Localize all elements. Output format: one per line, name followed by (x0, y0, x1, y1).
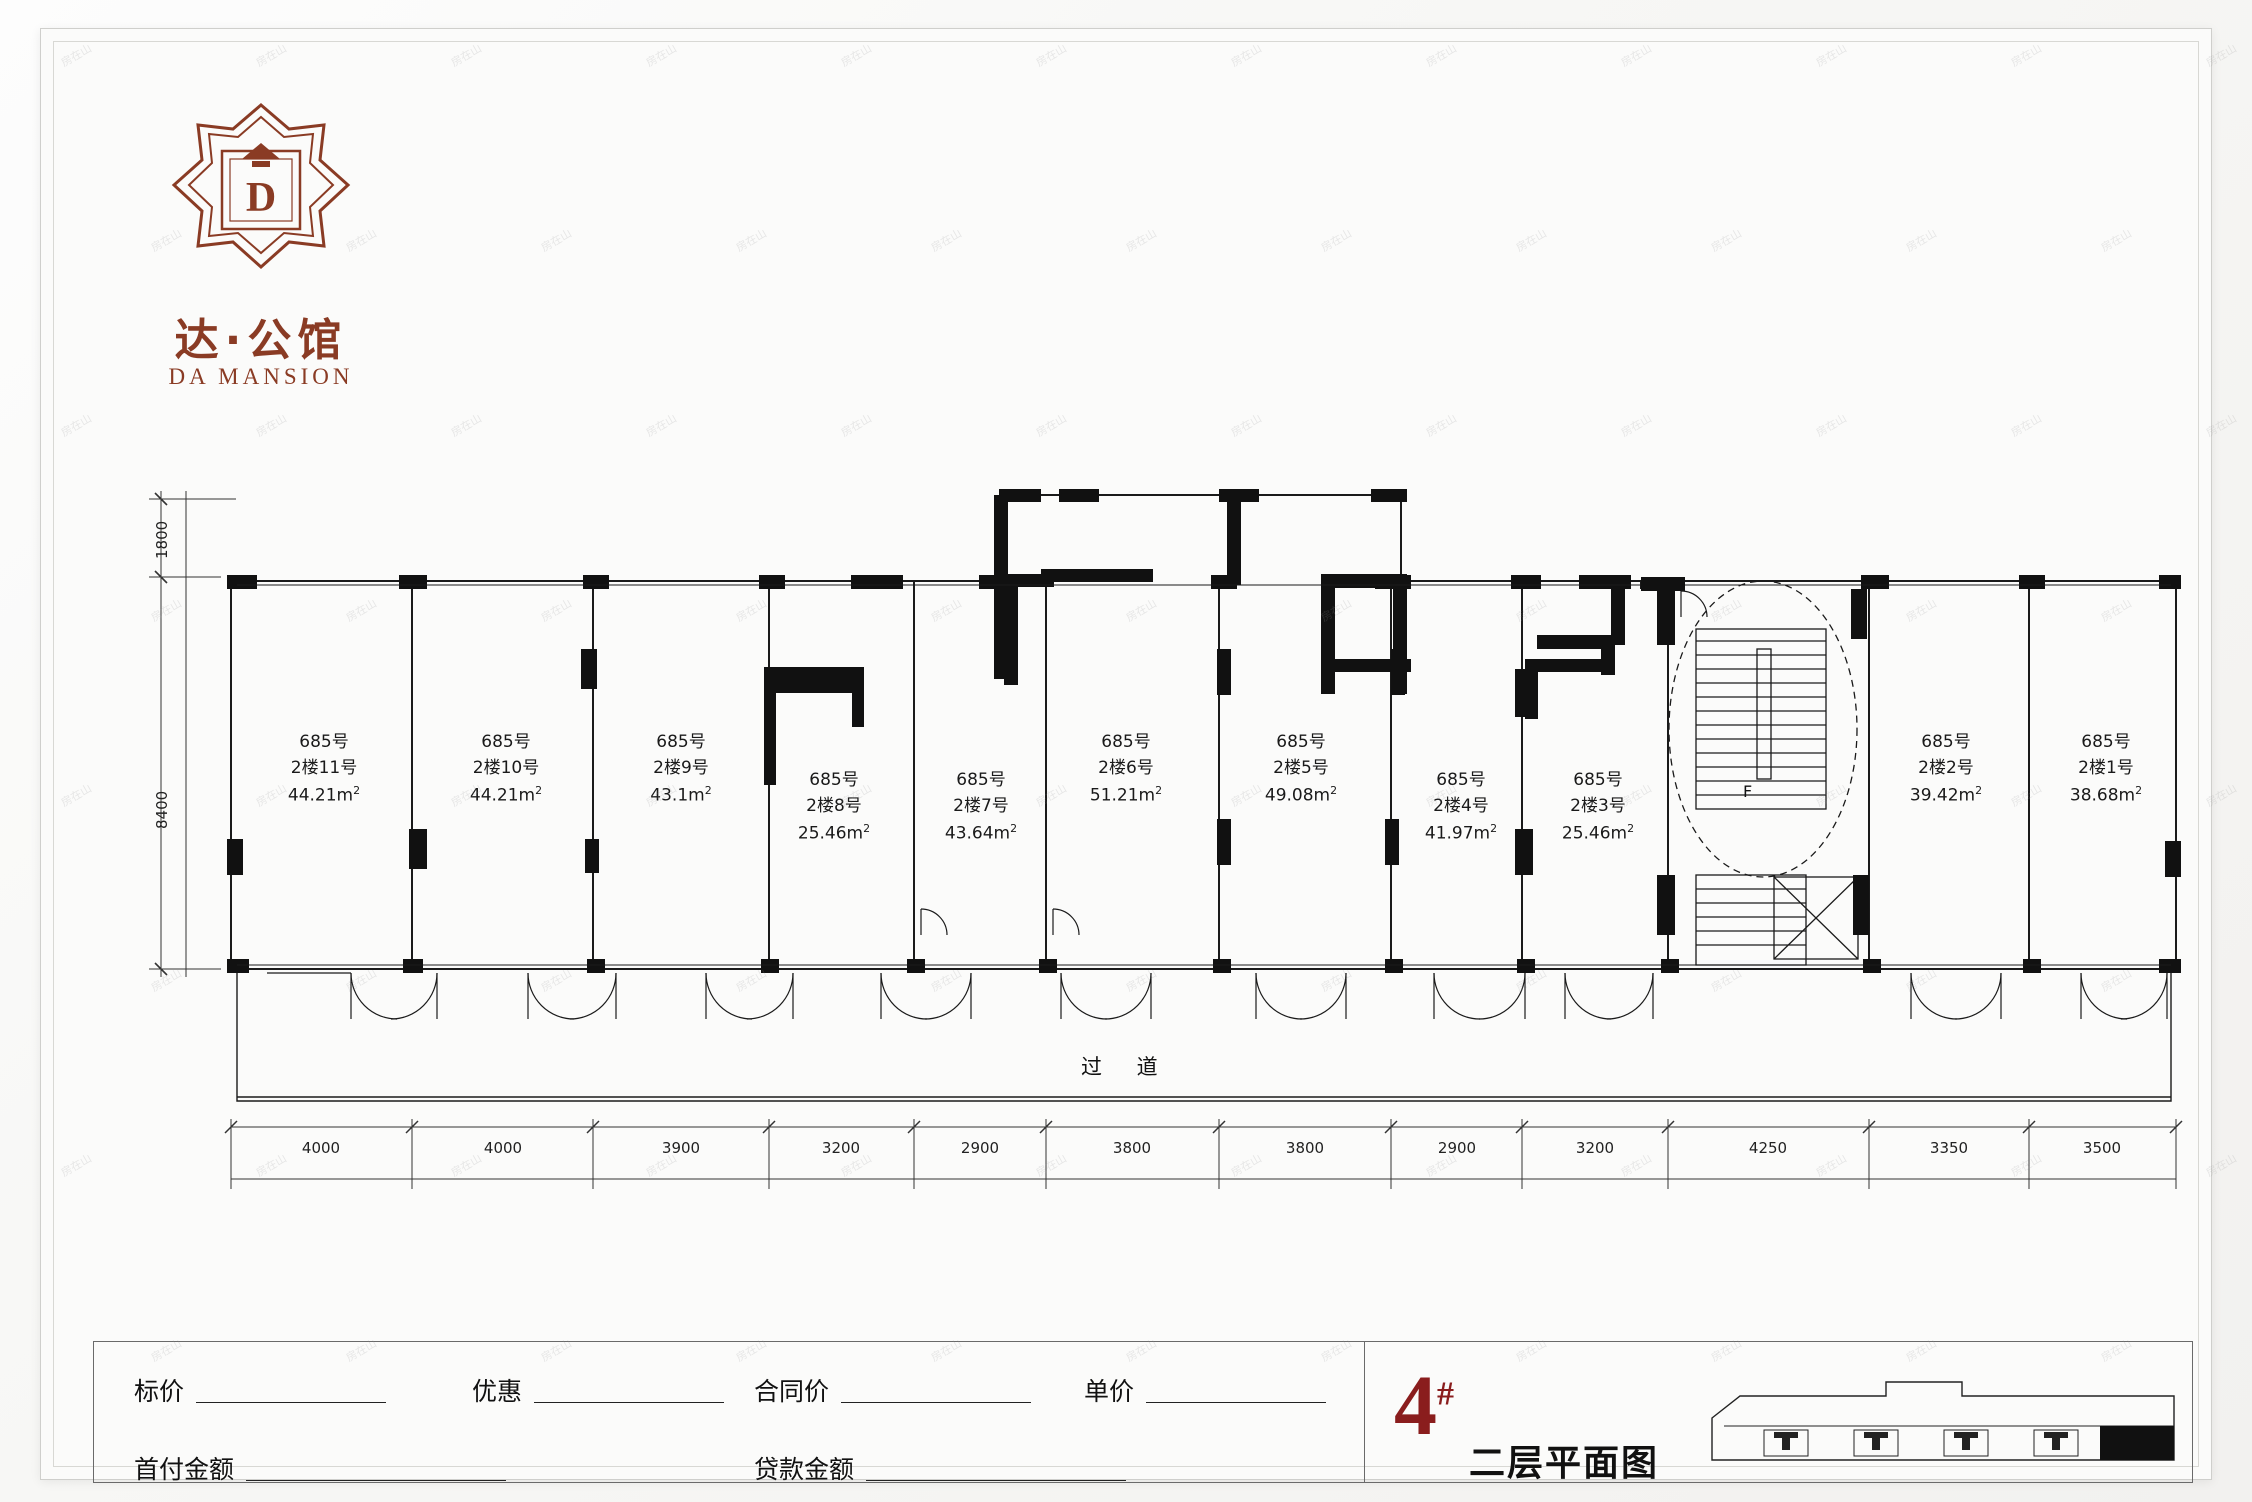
unit-label-4: 685号 2楼4号 41.97m2 (1396, 767, 1526, 847)
unit-id: 685号 (1276, 732, 1326, 752)
unit-id: 685号 (1101, 732, 1151, 752)
unit-name: 2楼11号 (290, 758, 358, 779)
field-label: 优惠 (472, 1377, 523, 1406)
dim-4: 2900 (960, 1139, 1000, 1157)
building-number-value: 4 (1394, 1357, 1437, 1453)
unit-id: 685号 (656, 732, 706, 752)
brand-name-cn: 达·公馆 (174, 315, 348, 366)
unit-label-10: 685号 2楼10号 44.21m2 (441, 729, 571, 809)
field-label: 贷款金额 (754, 1455, 855, 1484)
drawing-sheet: D 达·公馆 DA MANSION (40, 28, 2212, 1486)
unit-area: 44.21m2 (287, 783, 361, 806)
dim-0: 4000 (301, 1139, 341, 1157)
unit-area: 25.46m2 (797, 821, 871, 844)
dim-2: 3900 (661, 1139, 701, 1157)
unit-name: 2楼9号 (653, 758, 709, 779)
dimension-chain (230, 1119, 2177, 1189)
unit-label-6: 685号 2楼6号 51.21m2 (1061, 729, 1191, 809)
dim-1: 4000 (483, 1139, 523, 1157)
unit-area: 44.21m2 (469, 783, 543, 806)
field-hetongjia[interactable]: 合同价 (754, 1372, 1074, 1408)
field-input-line[interactable] (866, 1456, 1127, 1481)
unit-area: 41.97m2 (1424, 821, 1498, 844)
dim-7: 2900 (1437, 1139, 1477, 1157)
unit-id: 685号 (1436, 770, 1486, 790)
dim-6: 3800 (1285, 1139, 1325, 1157)
unit-label-2: 685号 2楼2号 39.42m2 (1881, 729, 2011, 809)
field-label: 合同价 (754, 1377, 830, 1406)
brand-name-en: DA MANSION (168, 364, 354, 389)
field-input-line[interactable] (246, 1456, 507, 1481)
unit-id: 685号 (956, 770, 1006, 790)
field-input-line[interactable] (196, 1378, 387, 1403)
field-label: 首付金额 (134, 1455, 235, 1484)
field-daikuan[interactable]: 贷款金额 (754, 1450, 1134, 1486)
building-number: 4# (1394, 1362, 1454, 1448)
unit-area: 38.68m2 (2069, 783, 2143, 806)
unit-name: 2楼5号 (1273, 758, 1329, 779)
unit-label-11: 685号 2楼11号 44.21m2 (259, 729, 389, 809)
floor-plan-drawing: F (149, 489, 2183, 1189)
field-input-line[interactable] (1146, 1378, 1327, 1403)
field-label: 标价 (134, 1377, 185, 1406)
unit-id: 685号 (1921, 732, 1971, 752)
unit-name: 2楼8号 (806, 796, 862, 817)
unit-name: 2楼2号 (1918, 758, 1974, 779)
unit-id: 685号 (481, 732, 531, 752)
dim-9: 4250 (1748, 1139, 1788, 1157)
unit-name: 2楼3号 (1570, 796, 1626, 817)
unit-label-3: 685号 2楼3号 25.46m2 (1533, 767, 1663, 847)
unit-area: 43.1m2 (650, 783, 712, 806)
brand-logo: D 达·公馆 DA MANSION (136, 99, 396, 419)
unit-label-9: 685号 2楼9号 43.1m2 (616, 729, 746, 809)
key-plan-diagram (1711, 1381, 2175, 1461)
field-youhui[interactable]: 优惠 (472, 1372, 762, 1408)
unit-label-1: 685号 2楼1号 38.68m2 (2041, 729, 2171, 809)
door-swings (267, 972, 2168, 1020)
unit-id: 685号 (2081, 732, 2131, 752)
field-biaojia[interactable]: 标价 (134, 1372, 414, 1408)
field-input-line[interactable] (841, 1378, 1032, 1403)
unit-name: 2楼7号 (953, 796, 1009, 817)
unit-name: 2楼10号 (472, 758, 540, 779)
dim-5: 3800 (1112, 1139, 1152, 1157)
unit-area: 49.08m2 (1264, 783, 1338, 806)
unit-area: 25.46m2 (1561, 821, 1635, 844)
sheet-inner-border (53, 41, 2199, 1467)
corridor-label: 过 道 (1081, 1055, 1172, 1079)
dim-3: 3200 (821, 1139, 861, 1157)
unit-label-7: 685号 2楼7号 43.64m2 (916, 767, 1046, 847)
plan-title: 二层平面图 (1469, 1443, 1660, 1484)
field-input-line[interactable] (534, 1378, 725, 1403)
title-block: 标价 优惠 合同价 单价 首付金额 贷款金额 (93, 1341, 2193, 1486)
unit-id: 685号 (299, 732, 349, 752)
title-block-divider (1364, 1342, 1365, 1482)
unit-area: 43.64m2 (944, 821, 1018, 844)
unit-name: 2楼6号 (1098, 758, 1154, 779)
unit-name: 2楼1号 (2078, 758, 2134, 779)
svg-text:D: D (246, 175, 276, 221)
logo-emblem-icon: D (171, 103, 351, 270)
unit-area: 39.42m2 (1909, 783, 1983, 806)
unit-id: 685号 (809, 770, 859, 790)
stair-label: F (1743, 782, 1752, 801)
unit-name: 2楼4号 (1433, 796, 1489, 817)
unit-label-8: 685号 2楼8号 25.46m2 (769, 767, 899, 847)
dim-8: 3200 (1575, 1139, 1615, 1157)
building-number-suffix: # (1437, 1375, 1454, 1413)
vertical-dim-8400: 8400 (153, 790, 171, 829)
key-plan-highlight (2100, 1426, 2174, 1460)
unit-area: 51.21m2 (1089, 783, 1163, 806)
dim-11: 3500 (2082, 1139, 2122, 1157)
vertical-dim-1800: 1800 (153, 520, 171, 559)
field-shoufu[interactable]: 首付金额 (134, 1450, 514, 1486)
field-danjia[interactable]: 单价 (1084, 1372, 1364, 1408)
dim-10: 3350 (1929, 1139, 1969, 1157)
field-label: 单价 (1084, 1377, 1135, 1406)
unit-label-5: 685号 2楼5号 49.08m2 (1236, 729, 1366, 809)
unit-id: 685号 (1573, 770, 1623, 790)
